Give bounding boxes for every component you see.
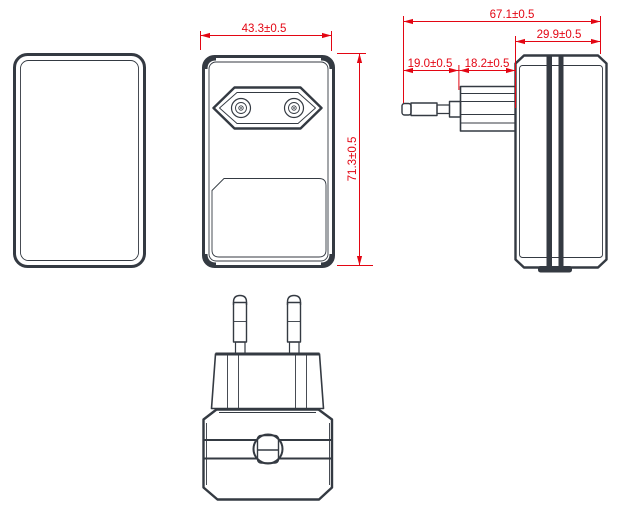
rear-body-outline xyxy=(202,55,335,268)
front-view xyxy=(13,53,146,268)
dim-text-rear-width: 43.3±0.5 xyxy=(242,23,287,35)
latch-tab xyxy=(256,434,280,464)
extension-lines xyxy=(200,16,601,266)
bottom-body-outline xyxy=(202,408,334,501)
dim-text-plug-base-depth: 18.2±0.5 xyxy=(465,58,510,70)
side-seam-line-left xyxy=(546,55,552,268)
socket-recess-outline xyxy=(212,86,323,130)
dim-text-overall-depth: 67.1±0.5 xyxy=(490,9,535,21)
dimension-annotations: 43.3±0.5 71.3±0.5 67.1±0.5 29.9±0.5 19.0… xyxy=(200,9,601,266)
side-seam-line-right xyxy=(558,55,564,268)
side-bottom-foot xyxy=(538,266,572,273)
side-view xyxy=(401,54,608,273)
bottom-view xyxy=(202,294,334,501)
plug-base-detail-lines xyxy=(227,355,307,408)
rear-view xyxy=(202,55,335,268)
pin-side-profile xyxy=(401,100,462,118)
dim-text-body-depth: 29.9±0.5 xyxy=(537,29,582,41)
rear-body-inner-line xyxy=(208,61,329,262)
plug-base-ribs xyxy=(460,93,516,124)
socket-recess-inner-line xyxy=(219,92,316,124)
label-recess xyxy=(211,178,327,258)
dim-text-pin-length: 19.0±0.5 xyxy=(408,58,453,70)
front-body-inner-line xyxy=(20,60,139,261)
socket-hole-right xyxy=(283,97,305,119)
socket-hole-left xyxy=(230,97,252,119)
dim-text-rear-height: 71.3±0.5 xyxy=(347,137,359,182)
pin-left xyxy=(232,294,248,355)
bottom-body-inner-lines xyxy=(206,412,330,485)
rear-corner-bevels xyxy=(203,56,334,267)
pin-right xyxy=(286,294,302,355)
front-body-outline xyxy=(13,53,146,268)
